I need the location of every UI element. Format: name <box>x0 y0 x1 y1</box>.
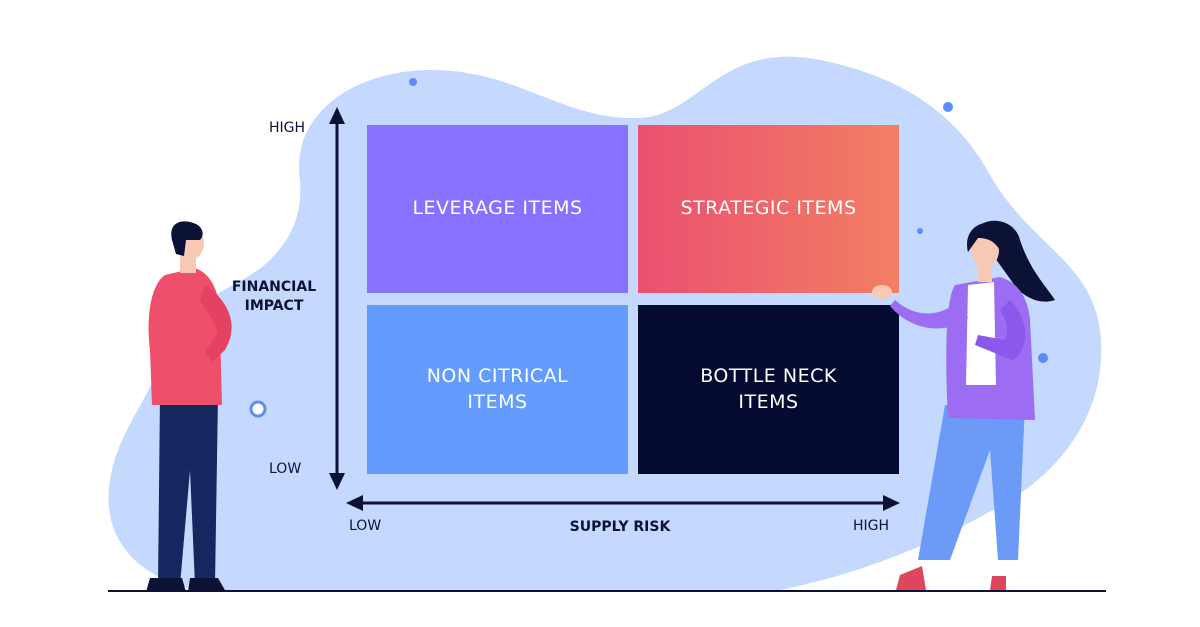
x-axis-arrow <box>346 495 900 511</box>
x-axis-title: SUPPLY RISK <box>569 519 671 535</box>
quadrant-label: STRATEGIC ITEMS <box>680 197 857 220</box>
y-axis-arrow <box>329 107 345 490</box>
decor-dot <box>943 102 953 112</box>
decor-dot <box>1038 353 1048 363</box>
quadrant-non-critical-items: NON CITRICAL ITEMS <box>367 305 628 474</box>
x-axis-low-label: LOW <box>349 518 382 534</box>
quadrant-bottleneck-items: BOTTLE NECK ITEMS <box>638 305 899 474</box>
y-axis-title: FINANCIAL IMPACT <box>222 278 326 316</box>
y-axis-high-label: HIGH <box>269 120 306 136</box>
y-axis-low-label: LOW <box>269 461 302 477</box>
decor-dot <box>409 78 417 86</box>
decor-dot <box>917 228 923 234</box>
y-axis-title-line: FINANCIAL <box>231 279 317 295</box>
y-axis-title-line: IMPACT <box>244 298 304 314</box>
quadrant-leverage-items: LEVERAGE ITEMS <box>367 125 628 293</box>
quadrant-label: LEVERAGE ITEMS <box>412 197 583 220</box>
quadrant-strategic-items: STRATEGIC ITEMS <box>638 125 899 293</box>
quadrant-label: BOTTLE NECK ITEMS <box>700 364 837 413</box>
x-axis-high-label: HIGH <box>853 518 890 534</box>
decor-ring <box>249 400 267 418</box>
quadrant-label: NON CITRICAL ITEMS <box>426 364 569 413</box>
